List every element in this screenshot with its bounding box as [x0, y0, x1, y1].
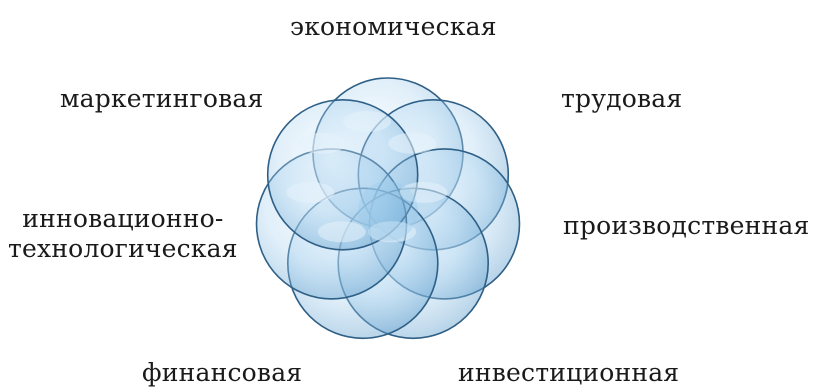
- highlight-labor: [388, 133, 436, 154]
- center-core: [358, 181, 418, 241]
- label-labor: трудовая: [561, 86, 682, 111]
- label-innovation: инновационно- технологическая: [8, 204, 238, 264]
- highlight-financial: [318, 221, 366, 242]
- label-innovation-line1: инновационно-: [8, 204, 238, 234]
- highlight-innovation: [287, 182, 335, 203]
- label-marketing: маркетинговая: [60, 86, 263, 111]
- label-investment: инвестиционная: [458, 360, 679, 385]
- label-economic: экономическая: [290, 14, 497, 39]
- highlight-economic: [343, 111, 391, 132]
- label-financial: финансовая: [142, 360, 302, 385]
- highlight-marketing: [298, 133, 346, 154]
- label-production: производственная: [563, 213, 809, 238]
- label-innovation-line2: технологическая: [8, 234, 238, 264]
